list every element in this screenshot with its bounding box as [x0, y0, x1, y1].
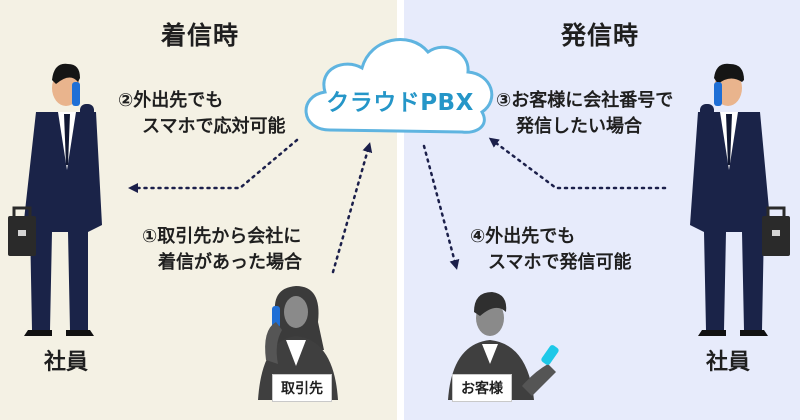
- step4-line1: ④外出先でも: [470, 226, 576, 247]
- employee-left-label: 社員: [43, 350, 88, 375]
- step3-line1: ③お客様に会社番号で: [496, 90, 674, 111]
- cloud-icon: [304, 38, 494, 134]
- arrow-step2: [128, 138, 299, 193]
- step2-line2: スマホで応対可能: [142, 116, 286, 137]
- employee-left-icon: [8, 63, 102, 336]
- incoming-heading: 着信時: [160, 21, 239, 50]
- arrow-step4: [422, 144, 460, 270]
- customer-tag: お客様: [452, 374, 512, 402]
- step1-line1: ①取引先から会社に: [142, 226, 302, 247]
- employee-right-icon: [690, 63, 790, 336]
- step1-line2: 着信があった場合: [158, 252, 302, 273]
- arrow-step3: [488, 137, 667, 190]
- cloud-pbx-label: クラウドPBX: [326, 90, 474, 116]
- step3-line2: 発信したい場合: [516, 116, 642, 137]
- arrow-step1: [331, 142, 373, 274]
- step4-line2: スマホで発信可能: [488, 252, 632, 273]
- outgoing-heading: 発信時: [560, 21, 639, 50]
- employee-right-label: 社員: [705, 350, 750, 375]
- step2-line1: ②外出先でも: [118, 90, 224, 111]
- business-partner-tag: 取引先: [272, 374, 332, 402]
